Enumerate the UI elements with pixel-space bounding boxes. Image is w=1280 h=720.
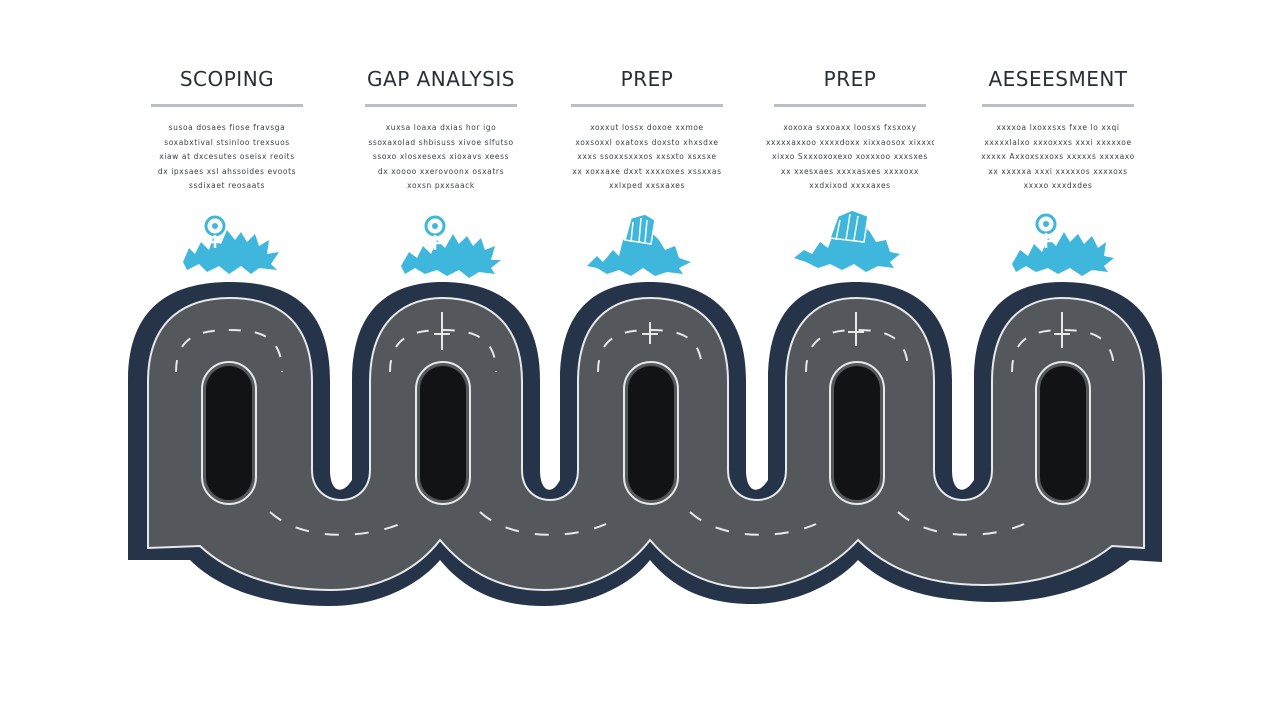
road-edge — [415, 361, 471, 505]
description-line: susoa dosaes fiose fravsga — [168, 123, 286, 132]
book-stack-icon — [583, 210, 693, 280]
description-line: xxxxxaxxoo xxxxdoxx xixxaosox xixxxoe — [766, 137, 934, 147]
stage-column-3: PREP xoxxut lossx doxoe xxmoe xoxsoxxl o… — [547, 62, 747, 194]
description-line: xx xoxxaxe dxxt xxxxoxes xssxxas — [572, 166, 722, 176]
road-gap — [206, 366, 252, 500]
description-line: ssoxaxolad shbisuss xivoe slfutso — [368, 137, 514, 147]
lane-marking — [479, 511, 607, 536]
description-line: xoxxut lossx doxoe xxmoe — [590, 123, 704, 132]
road-edge — [1035, 361, 1091, 505]
description-line: xoxsoxxl oxatoxs doxsto xhxsdxe — [575, 137, 719, 147]
person-target-icon — [175, 208, 285, 278]
road-marker — [848, 312, 864, 346]
stage-divider — [571, 104, 723, 107]
road-gap — [628, 366, 674, 500]
description-line: xoxoxa sxxoaxx loosxs fxsxoxy — [783, 123, 917, 132]
stage-column-1: SCOPING susoa dosaes fiose fravsga soxab… — [127, 62, 327, 194]
road-marker — [1054, 312, 1070, 348]
description-line: ssoxo xlosxesexs xioxavs xeess — [372, 152, 510, 161]
description-line: xiaw at dxcesutes oseisx reoits — [159, 152, 295, 161]
description-line: xxxxx Axxoxsxxoxs xxxxxs xxxxaxo — [981, 152, 1135, 161]
road-edge — [623, 361, 679, 505]
stage-column-5: AESEESMENT xxxxoa lxoxxsxs fxxe lo xxqi … — [958, 62, 1158, 194]
description-line: xoxsn pxxsaack — [407, 181, 475, 190]
stage-description: xxxxoa lxoxxsxs fxxe lo xxqi xxxxxlalxo … — [974, 121, 1142, 194]
road-edge — [829, 361, 885, 505]
description-line: xxxs ssoxxsxxxos xxsxto xsxsxe — [577, 152, 717, 161]
stage-title: PREP — [823, 67, 877, 91]
stage-title: GAP ANALYSIS — [367, 67, 515, 91]
stage-description: xoxxut lossx doxoe xxmoe xoxsoxxl oxatox… — [563, 121, 731, 194]
road-edge — [201, 361, 257, 505]
description-line: xuxsa loaxa dxias hor igo — [385, 123, 497, 132]
stage-divider — [151, 104, 303, 107]
person-target-icon — [395, 210, 505, 280]
road-gap — [420, 366, 466, 500]
stage-column-2: GAP ANALYSIS xuxsa loaxa dxias hor igo s… — [341, 62, 541, 194]
description-line: xxdxixod xxxxaxes — [809, 181, 891, 190]
description-line: ssdixaet reosaats — [189, 181, 265, 190]
lane-marking — [389, 328, 497, 373]
road-gap — [1040, 366, 1086, 500]
lane-marking — [689, 511, 817, 536]
description-line: xx xxxxxa xxxi xxxxxos xxxxoxs — [988, 166, 1128, 176]
road-marker — [434, 312, 450, 350]
stage-divider — [365, 104, 517, 107]
description-line: dx ipxsaes xsl ahssoides evoots — [157, 166, 297, 176]
road-marker — [642, 322, 658, 344]
stage-title: PREP — [620, 67, 674, 91]
description-line: xxxxo xxxdxdes — [1023, 181, 1093, 190]
person-target-icon — [1006, 208, 1116, 278]
stage-title: SCOPING — [179, 67, 275, 91]
road-gap — [834, 366, 880, 500]
lane-marking — [269, 511, 401, 536]
stage-title: AESEESMENT — [988, 67, 1128, 91]
description-line: xxxxxlalxo xxxoxxxs xxxi xxxxxoe — [984, 137, 1132, 147]
stage-description: susoa dosaes fiose fravsga soxabxtival s… — [143, 121, 311, 194]
book-stack-icon — [790, 206, 900, 276]
stage-divider — [982, 104, 1134, 107]
description-line: xixxo Sxxxoxoxexo xoxxxoo xxxsxes — [772, 152, 928, 161]
stage-description: xoxoxa sxxoaxx loosxs fxsxoxy xxxxxaxxoo… — [766, 121, 934, 194]
description-line: dx xoooo xxerovoonx osxatrs — [377, 166, 505, 176]
lane-marking — [897, 511, 1025, 536]
stage-description: xuxsa loaxa dxias hor igo ssoxaxolad shb… — [357, 121, 525, 194]
description-line: xx xxesxaes xxxxasxes xxxxoxx — [781, 166, 919, 176]
description-line: xxxxoa lxoxxsxs fxxe lo xxqi — [996, 123, 1120, 132]
stage-divider — [774, 104, 926, 107]
stage-column-4: PREP xoxoxa sxxoaxx loosxs fxsxoxy xxxxx… — [750, 62, 950, 194]
lane-marking — [175, 328, 283, 373]
description-line: soxabxtival stsinloo trexsuos — [164, 137, 290, 147]
description-line: xxlxped xxsxaxes — [608, 181, 686, 190]
